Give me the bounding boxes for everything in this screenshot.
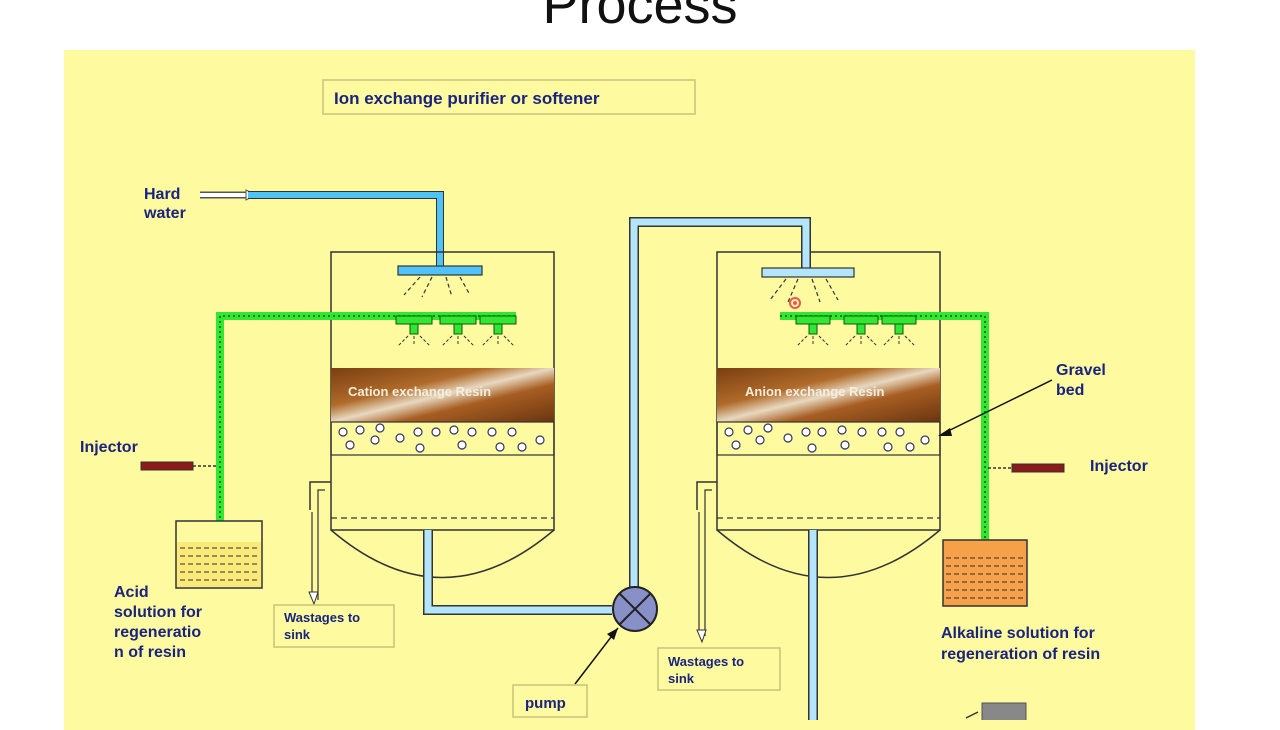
acid-regen-pipe (216, 312, 517, 528)
hard-water-label-1: Hard (144, 186, 180, 203)
acid-label-1: Acid (114, 584, 149, 601)
waste-left-box: Wastages to sink (273, 604, 395, 648)
acid-label-3: regeneratio (114, 624, 201, 641)
alkaline-tank (942, 539, 1028, 607)
hard-water-label-2: water (143, 205, 186, 222)
gravel-left (338, 423, 545, 453)
alkaline-label-2: regeneration of resin (941, 646, 1100, 663)
cation-resin-label: Cation exchange Resin (348, 384, 491, 399)
pump-label-box: pump (512, 684, 588, 718)
gravel-bed-pointer (941, 379, 1053, 435)
alkaline-regen-pipe (780, 312, 989, 548)
injector-left-icon (140, 461, 216, 471)
transfer-pipe (423, 217, 855, 615)
waste-left-label-1: Wastages to (284, 610, 360, 625)
anion-exchange-vessel: Anion exchange Resin (716, 251, 941, 579)
anion-resin-bed (717, 368, 940, 422)
waste-right-box: Wastages to sink (657, 647, 781, 691)
hard-water-inlet (200, 189, 483, 298)
acid-tank (175, 520, 263, 589)
cation-exchange-vessel: Cation exchange Resin (330, 251, 555, 579)
injector-left-label: Injector (80, 439, 138, 456)
injector-right-label: Injector (1090, 458, 1148, 475)
gravel-bed-right (716, 421, 941, 456)
slide-title: Process (542, 0, 738, 35)
pump-pointer (574, 627, 619, 685)
diagram-title-box: Ion exchange purifier or softener (322, 79, 696, 115)
gravel-bed-label-1: Gravel (1056, 362, 1106, 379)
waste-outlet-right (696, 481, 717, 644)
gravel-right (724, 423, 930, 453)
pump-icon (612, 586, 658, 632)
acid-label-2: solution for (114, 604, 202, 621)
storage-box-partial (965, 702, 1027, 720)
injector-right-icon (988, 463, 1065, 473)
anion-resin-label: Anion exchange Resin (745, 384, 884, 399)
cation-resin-bed (331, 368, 554, 422)
alkaline-label-1: Alkaline solution for (941, 625, 1095, 642)
waste-left-label-2: sink (284, 627, 311, 642)
gravel-bed-label-2: bed (1056, 382, 1084, 399)
waste-right-label-2: sink (668, 671, 695, 686)
waste-outlet-left (308, 481, 331, 606)
acid-label-4: n of resin (114, 644, 186, 661)
diagram-title: Ion exchange purifier or softener (334, 89, 600, 108)
pump-label: pump (525, 695, 566, 712)
gravel-bed-left (330, 421, 555, 456)
waste-right-label-1: Wastages to (668, 654, 744, 669)
